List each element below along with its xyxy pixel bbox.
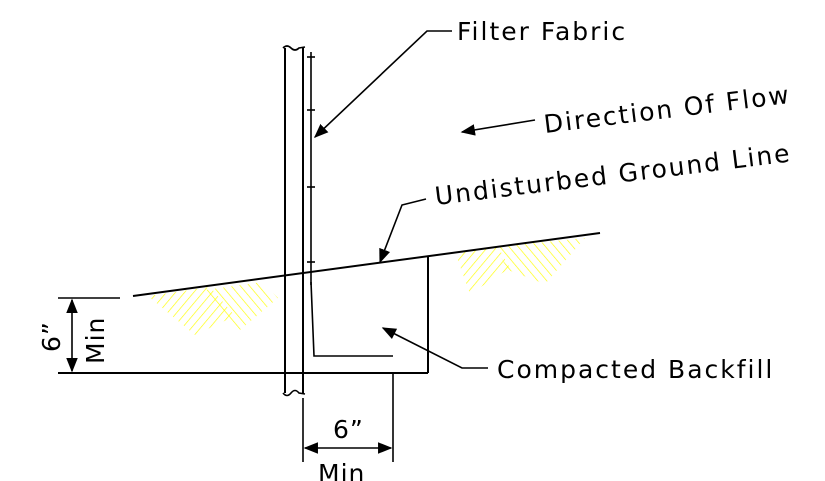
horizontal-dimension-note: Min [318, 459, 365, 481]
fence-post [282, 45, 306, 397]
horizontal-dimension-value: 6” [333, 415, 364, 444]
ground-line [132, 232, 601, 297]
backfill-leader [381, 327, 488, 369]
vertical-dimension-value: 6” [37, 321, 66, 352]
filter-fabric-label: Filter Fabric [457, 17, 627, 46]
filter-fabric-leader [313, 30, 452, 138]
undisturbed-ground-line-label: Undisturbed Ground Line [433, 138, 793, 211]
vertical-dimension: 6” Min [37, 297, 120, 373]
soil-hatch-left [148, 282, 278, 335]
direction-of-flow-label: Direction Of Flow [542, 80, 792, 139]
vertical-dimension-note: Min [81, 317, 110, 364]
ground-line-leader [379, 198, 427, 264]
filter-fabric [307, 52, 393, 357]
compacted-backfill-label: Compacted Backfill [497, 355, 774, 384]
trench-outline [58, 256, 429, 374]
soil-hatch-right [455, 238, 585, 294]
horizontal-dimension: 6” Min [302, 373, 394, 481]
flow-arrow [460, 119, 536, 136]
